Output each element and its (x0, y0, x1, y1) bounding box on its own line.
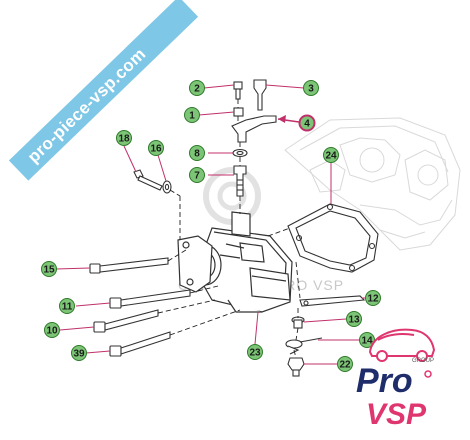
callout-12: 12 (365, 290, 381, 306)
plug-part-22 (287, 357, 305, 377)
assembly-guide-lines (157, 99, 301, 359)
callout-bubble (116, 130, 132, 146)
callout-bubble (41, 261, 57, 277)
logo-dot-icon (424, 370, 432, 378)
site-banner-band (8, 0, 199, 181)
callout-label: 10 (46, 326, 58, 337)
bolt-part-15 (89, 257, 169, 274)
callout-bubble (365, 290, 381, 306)
callout-label: 39 (73, 349, 85, 360)
callout-label: 15 (43, 265, 55, 276)
callout-bubble (298, 114, 316, 132)
callout-bubble (189, 145, 205, 161)
callout-bubble (184, 107, 200, 123)
car-silhouette-icon (368, 328, 436, 362)
callout-2: 2 (189, 80, 205, 96)
bolt-part-39 (109, 331, 171, 357)
callout-bubble (303, 80, 319, 96)
callout-18: 18 (116, 130, 132, 146)
pro-vsp-logo: GROUP Pro VSP (356, 328, 436, 431)
housing-part-23 (177, 211, 293, 313)
sensor-part-13 (291, 316, 305, 329)
callout-label: 18 (118, 134, 130, 145)
gasket-part-24 (287, 203, 379, 273)
logo-vsp-text: VSP (366, 398, 427, 431)
callout-leader-lines (55, 84, 366, 365)
callout-4: 4 (298, 114, 316, 132)
callout-15: 15 (41, 261, 57, 277)
callout-bubble (247, 344, 263, 360)
callout-3: 3 (303, 80, 319, 96)
callout-23: 23 (247, 344, 263, 360)
part-4-highlight-arrow (277, 115, 300, 123)
callout-label: 2 (194, 84, 200, 95)
callout-8: 8 (189, 145, 205, 161)
callout-13: 13 (346, 311, 362, 327)
callout-label: 14 (361, 336, 373, 347)
callout-11: 11 (59, 298, 75, 314)
engine-block-background (284, 117, 461, 251)
spring-part-14 (285, 337, 323, 355)
callout-label: 24 (325, 151, 337, 162)
callout-bubble (323, 147, 339, 163)
callout-10: 10 (44, 322, 60, 338)
site-banner: pro-piece-vsp.com (8, 0, 199, 181)
site-banner-text: pro-piece-vsp.com (24, 44, 150, 166)
callout-39: 39 (71, 345, 87, 361)
callout-label: 4 (304, 119, 310, 130)
logo-group-text: GROUP (412, 358, 434, 364)
bolt-part-18 (133, 169, 163, 191)
bolt-part-11 (109, 289, 191, 309)
callout-7: 7 (189, 167, 205, 183)
callout-label: 16 (150, 144, 162, 155)
callout-1: 1 (184, 107, 200, 123)
callout-label: 3 (308, 84, 314, 95)
callout-label: 7 (194, 171, 200, 182)
callout-label: 22 (339, 360, 351, 371)
callout-label: 23 (249, 348, 261, 359)
callout-label: 12 (367, 294, 379, 305)
bracket-part-12 (299, 295, 366, 307)
callout-bubble (148, 140, 164, 156)
callout-bubble (189, 80, 205, 96)
callout-label: 8 (194, 149, 200, 160)
bolt-part-10 (93, 309, 159, 333)
callout-label: 1 (189, 111, 195, 122)
callout-label: 13 (348, 315, 360, 326)
callout-bubble (189, 167, 205, 183)
callout-22: 22 (337, 356, 353, 372)
callout-bubble (59, 298, 75, 314)
logo-pro-text: Pro (356, 362, 413, 400)
callout-bubble (71, 345, 87, 361)
washer-part-16 (162, 180, 172, 194)
callout-24: 24 (323, 147, 339, 163)
callout-bubble (44, 322, 60, 338)
callout-bubble (346, 311, 362, 327)
callout-16: 16 (148, 140, 164, 156)
callout-label: 11 (62, 302, 73, 313)
callout-bubble (337, 356, 353, 372)
